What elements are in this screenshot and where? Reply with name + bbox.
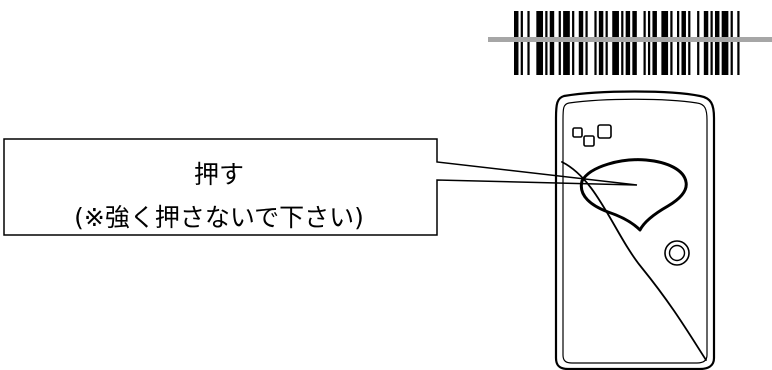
barcode-bar <box>545 11 548 75</box>
barcode-bar <box>612 11 619 75</box>
indicator-light <box>572 127 583 138</box>
barcode-bar <box>710 11 713 75</box>
barcode-bar <box>688 11 691 75</box>
callout-label-caution: (※強く押さないで下さい) <box>74 203 364 232</box>
barcode-bar <box>625 11 631 75</box>
barcode-bar <box>578 11 584 75</box>
barcode-bar <box>670 11 673 75</box>
barcode-bar <box>652 11 657 75</box>
barcode-bar <box>514 11 519 75</box>
barcode-bar <box>621 11 624 75</box>
round-button-icon[interactable] <box>664 240 690 266</box>
barcode-bar <box>563 11 570 75</box>
barcode-bar <box>558 11 561 75</box>
barcode-bar <box>643 11 646 75</box>
barcode-bar <box>598 11 604 75</box>
trigger-button-icon[interactable] <box>579 158 688 232</box>
handheld-barcode-scanner-icon <box>554 90 716 370</box>
barcode-bar <box>647 11 651 75</box>
callout-label-press: 押す <box>193 160 244 189</box>
indicator-light <box>597 124 612 139</box>
barcode-bar <box>721 11 729 75</box>
barcode-bar <box>737 11 740 75</box>
round-button-outer <box>664 240 690 266</box>
indicator-lights-icon <box>572 124 612 147</box>
barcode-bar <box>549 11 555 75</box>
barcode-bar <box>536 11 544 75</box>
barcode-bar <box>605 11 608 75</box>
barcode-bar <box>730 11 733 75</box>
barcode-bar <box>661 11 669 75</box>
barcode-bar <box>714 11 720 75</box>
scanner-body-curve <box>561 161 707 361</box>
barcode-bar <box>703 11 709 75</box>
scan-line <box>488 37 772 42</box>
barcode-bar <box>697 11 700 75</box>
barcode-bar <box>681 11 686 75</box>
barcode-bar <box>632 11 637 75</box>
callout-box <box>3 138 638 236</box>
round-button-inner <box>668 244 686 262</box>
barcode-bar <box>572 11 575 75</box>
scanner-outer-body <box>554 90 716 370</box>
barcode-bar <box>520 11 523 75</box>
barcode-bar <box>594 11 597 75</box>
barcode-icon <box>514 11 740 75</box>
barcode-bar <box>677 11 680 75</box>
barcode-bar <box>585 11 588 75</box>
indicator-light <box>583 135 595 147</box>
barcode-bar <box>527 11 530 75</box>
